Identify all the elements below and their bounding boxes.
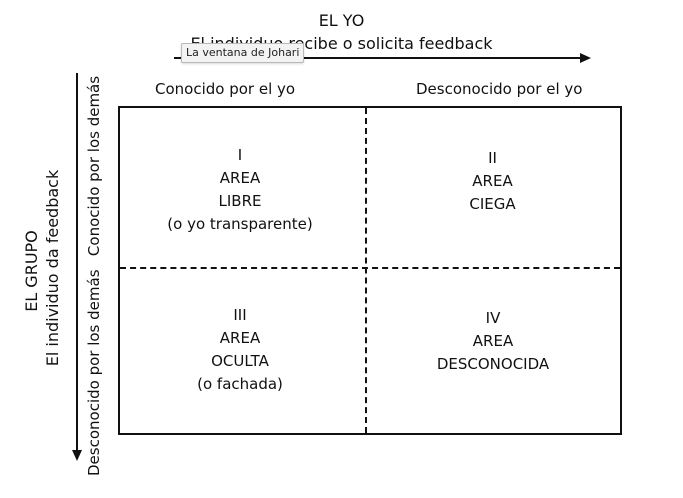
quadrant-2-numeral: II bbox=[488, 149, 497, 167]
quadrant-3-numeral: III bbox=[233, 306, 247, 324]
vertical-divider bbox=[365, 108, 367, 433]
quadrant-3: III AREA OCULTA (o fachada) bbox=[165, 304, 315, 396]
quadrant-1: I AREA LIBRE (o yo transparente) bbox=[150, 144, 330, 236]
quadrant-1-line3: (o yo transparente) bbox=[167, 215, 313, 233]
quadrant-1-numeral: I bbox=[237, 146, 243, 164]
quadrant-3-line3: (o fachada) bbox=[197, 375, 283, 393]
column-header-unknown-self: Desconocido por el yo bbox=[416, 80, 583, 98]
quadrant-1-line2: LIBRE bbox=[218, 192, 262, 210]
quadrant-4-line1: AREA bbox=[472, 332, 514, 350]
johari-grid bbox=[118, 106, 622, 435]
quadrant-4-numeral: IV bbox=[485, 309, 501, 327]
row-label-known-others: Conocido por los demás bbox=[85, 75, 103, 257]
top-axis-title: EL YO bbox=[318, 11, 365, 30]
quadrant-4: IV AREA DESCONOCIDA bbox=[418, 307, 568, 376]
tooltip: La ventana de Johari bbox=[181, 43, 305, 63]
quadrant-3-line1: AREA bbox=[219, 329, 261, 347]
left-axis-title: EL GRUPO bbox=[22, 230, 41, 312]
quadrant-2: II AREA CIEGA bbox=[420, 147, 565, 216]
quadrant-2-line2: CIEGA bbox=[469, 195, 516, 213]
horizontal-divider bbox=[120, 267, 620, 269]
column-header-known-self: Conocido por el yo bbox=[155, 80, 296, 98]
quadrant-4-line2: DESCONOCIDA bbox=[436, 355, 550, 373]
quadrant-2-line1: AREA bbox=[472, 172, 513, 190]
quadrant-1-line1: AREA bbox=[219, 169, 261, 187]
left-axis-subtitle: El individuo da feedback bbox=[43, 169, 62, 367]
row-label-unknown-others: Desconocido por los demás bbox=[85, 269, 103, 476]
quadrant-3-line2: OCULTA bbox=[211, 352, 269, 370]
